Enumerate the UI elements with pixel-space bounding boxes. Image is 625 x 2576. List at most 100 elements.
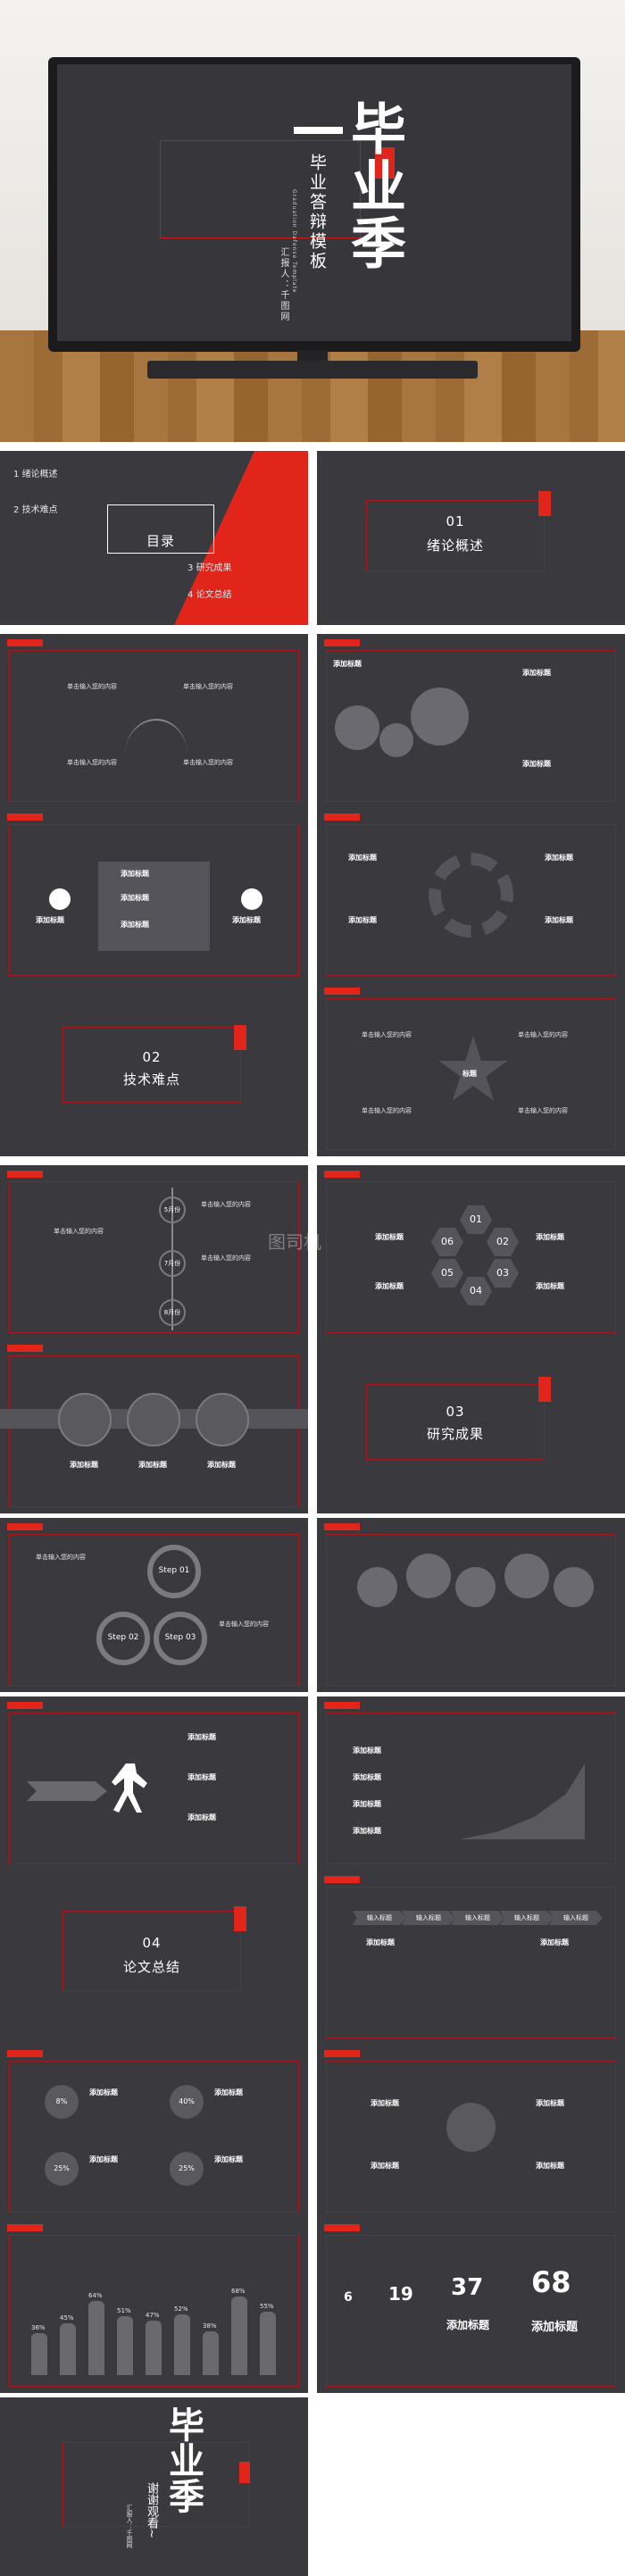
red-accent-block bbox=[538, 491, 551, 516]
process-arrow: 输入标题 bbox=[353, 1911, 406, 1925]
section-title: 绪论概述 bbox=[426, 538, 484, 554]
hex-item: 01 bbox=[460, 1205, 492, 1234]
tv-monitor: 毕业季 毕业答辩模板 Graduation Defense Template 汇… bbox=[48, 57, 580, 352]
section-number: 01 bbox=[446, 513, 465, 529]
slide-frame bbox=[326, 824, 616, 976]
slide-frame bbox=[326, 2061, 616, 2213]
gear-icon bbox=[357, 1567, 397, 1607]
bar-label: 55% bbox=[260, 2302, 274, 2310]
bar-label: 47% bbox=[146, 2311, 160, 2319]
section-title: 研究成果 bbox=[426, 1426, 484, 1442]
bar-mark bbox=[88, 2300, 104, 2375]
hero-subtitle: 毕业答辩模板 bbox=[307, 154, 327, 271]
section-frame bbox=[366, 1384, 545, 1460]
item-title: 添加标题 bbox=[214, 2088, 243, 2097]
red-tab bbox=[7, 2224, 43, 2231]
toc-item-4: 4 论文总结 bbox=[188, 590, 232, 600]
slide-frame bbox=[326, 1181, 616, 1333]
text-block: 单击输入您的内容 bbox=[54, 1228, 104, 1235]
item-title: 添加标题 bbox=[353, 1747, 381, 1755]
item-title: 添加标题 bbox=[89, 2155, 118, 2163]
red-tab bbox=[324, 813, 360, 821]
gear-icon bbox=[335, 705, 379, 750]
step-ring: Step 01 bbox=[147, 1545, 201, 1598]
hex-item: 06 bbox=[431, 1228, 463, 1256]
slide-growth: 添加标题 添加标题 添加标题 添加标题 bbox=[317, 1696, 625, 1871]
section-frame bbox=[366, 500, 545, 571]
text-block: 单击输入您的内容 bbox=[183, 759, 233, 766]
bar-label: 38% bbox=[203, 2322, 217, 2330]
item-title: 添加标题 bbox=[353, 1800, 381, 1808]
slide-icons-fan: 单击输入您的内容 单击输入您的内容 单击输入您的内容 单击输入您的内容 bbox=[0, 634, 308, 808]
item-title: 添加标题 bbox=[375, 1233, 404, 1241]
slide-frame bbox=[9, 824, 299, 976]
item-title: 添加标题 bbox=[536, 1233, 564, 1241]
process-arrow: 输入标题 bbox=[549, 1911, 603, 1925]
bar-mark bbox=[60, 2322, 76, 2375]
hero-title: 毕业季 bbox=[341, 100, 406, 271]
slide-frame bbox=[9, 1355, 299, 1507]
toc-item-3: 3 研究成果 bbox=[188, 563, 232, 573]
red-accent-block bbox=[234, 1025, 246, 1050]
stat-value: 19 bbox=[388, 2283, 413, 2305]
item-title: 添加标题 bbox=[121, 894, 149, 902]
red-tab bbox=[324, 1876, 360, 1883]
hero-mockup: 毕业季 毕业答辩模板 Graduation Defense Template 汇… bbox=[0, 0, 625, 442]
item-title: 添加标题 bbox=[540, 1938, 569, 1947]
tv-stand-neck bbox=[297, 350, 328, 363]
cycle-arrows bbox=[429, 853, 513, 938]
text-block: 单击输入您的内容 bbox=[36, 1554, 86, 1561]
slide-toc: 目录 1 绪论概述 2 技术难点 3 研究成果 4 论文总结 bbox=[0, 451, 308, 625]
item-title: 添加标题 bbox=[138, 1461, 167, 1469]
hex-item: 03 bbox=[487, 1259, 519, 1288]
slide-frame bbox=[9, 1534, 299, 1686]
slide-arrow-process: 输入标题 输入标题 输入标题 输入标题 输入标题 添加标题 添加标题 bbox=[317, 1871, 625, 2045]
item-title: 添加标题 bbox=[333, 660, 362, 668]
timeline-node: 8月份 bbox=[159, 1299, 186, 1326]
bar-mark bbox=[203, 2330, 219, 2375]
document-icon bbox=[127, 1393, 180, 1446]
text-block: 单击输入您的内容 bbox=[201, 1201, 251, 1208]
slide-three-circles: 添加标题 添加标题 添加标题 bbox=[0, 1339, 308, 1513]
item-title: 添加标题 bbox=[232, 916, 261, 924]
slide-frame bbox=[9, 1181, 299, 1333]
slide-icon-grid: 添加标题 添加标题 添加标题 添加标题 添加标题 bbox=[0, 808, 308, 982]
slide-section-02: 02 技术难点 bbox=[0, 982, 308, 1156]
item-title: 添加标题 bbox=[371, 2099, 399, 2107]
slide-runner: 添加标题 添加标题 添加标题 bbox=[0, 1696, 308, 1871]
section-number: 03 bbox=[446, 1404, 465, 1420]
item-title: 添加标题 bbox=[36, 916, 64, 924]
item-title: 添加标题 bbox=[121, 870, 149, 878]
slide-steps: Step 01 Step 02 Step 03 单击输入您的内容 单击输入您的内… bbox=[0, 1518, 308, 1692]
red-tab bbox=[7, 639, 43, 646]
icon-grid-panel bbox=[98, 862, 210, 951]
red-tab bbox=[324, 639, 360, 646]
hex-item: 04 bbox=[460, 1277, 492, 1305]
trophy-icon bbox=[446, 2103, 496, 2152]
step-ring: Step 02 bbox=[96, 1612, 150, 1665]
red-tab bbox=[7, 1702, 43, 1709]
tv-screen: 毕业季 毕业答辩模板 Graduation Defense Template 汇… bbox=[57, 64, 571, 341]
ending-presenter: 汇报人：千图网 bbox=[126, 2505, 133, 2548]
stat-value: 6 bbox=[344, 2290, 353, 2305]
gear-icon bbox=[406, 1554, 451, 1598]
item-title: 添加标题 bbox=[121, 921, 149, 929]
timeline-node: 5月份 bbox=[159, 1196, 186, 1223]
red-tab bbox=[7, 1171, 43, 1178]
item-title: 添加标题 bbox=[70, 1461, 98, 1469]
text-block: 单击输入您的内容 bbox=[183, 683, 233, 690]
toc-item-1: 1 绪论概述 bbox=[13, 470, 58, 479]
bar-label: 51% bbox=[117, 2306, 131, 2314]
timeline-node: 7月份 bbox=[159, 1250, 186, 1277]
toc-item-2: 2 技术难点 bbox=[13, 505, 58, 515]
gear-icon bbox=[554, 1567, 594, 1607]
slide-section-04: 04 论文总结 bbox=[0, 1871, 308, 2045]
slide-gears: 添加标题 添加标题 添加标题 bbox=[317, 634, 625, 808]
item-title: 添加标题 bbox=[366, 1938, 395, 1947]
slide-frame bbox=[326, 998, 616, 1150]
red-tab bbox=[7, 1523, 43, 1530]
section-title: 论文总结 bbox=[122, 1959, 180, 1975]
slide-trophy: 添加标题 添加标题 添加标题 添加标题 bbox=[317, 2045, 625, 2219]
gear-icon bbox=[455, 1567, 496, 1607]
slide-star: 标题 单击输入您的内容 单击输入您的内容 单击输入您的内容 单击输入您的内容 bbox=[317, 982, 625, 1156]
